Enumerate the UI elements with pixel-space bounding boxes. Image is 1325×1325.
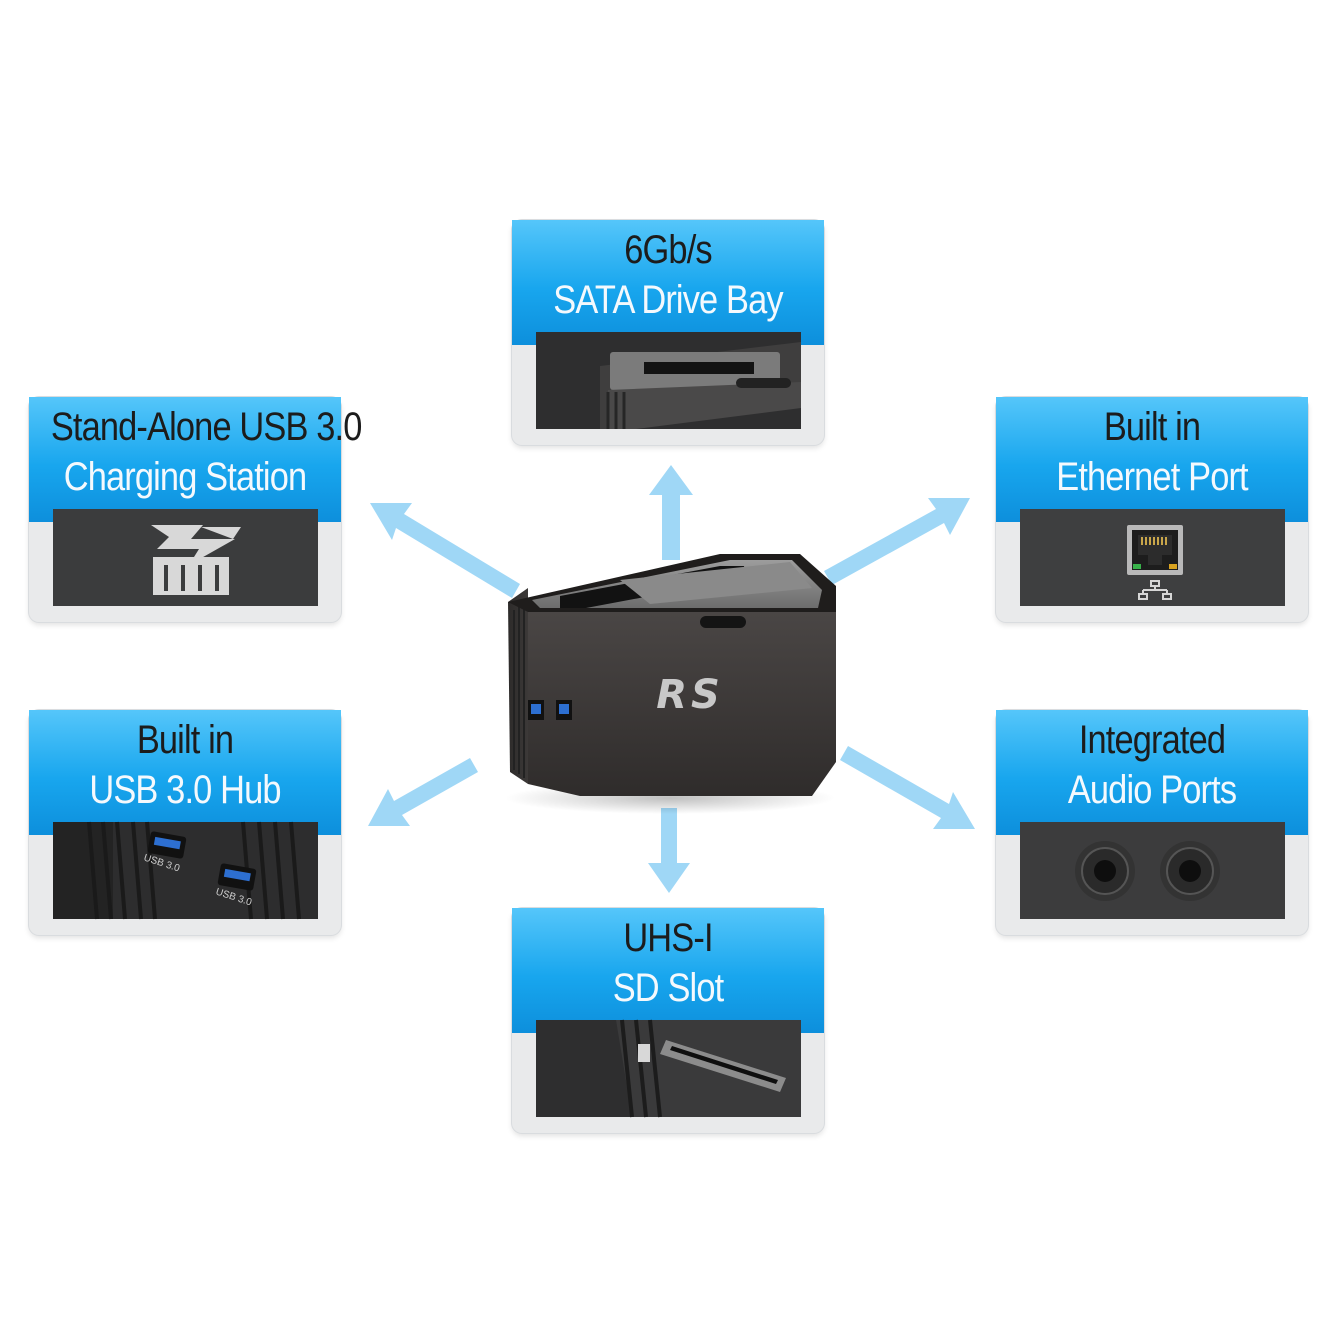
sata-bay-image	[536, 332, 801, 429]
feature-card-header: Integrated Audio Ports	[996, 710, 1308, 835]
feature-card-usb-hub: Built in USB 3.0 Hub USB 3.0 USB 3.0	[29, 710, 341, 935]
audio-image	[1020, 822, 1285, 919]
arrow-up-right-icon	[824, 498, 970, 585]
feature-title-line2: USB 3.0 Hub	[89, 768, 281, 812]
arrow-down-left-icon	[368, 758, 478, 826]
sd-slot-graphic	[536, 1019, 801, 1118]
feature-card-charging: Stand-Alone USB 3.0 Charging Station	[29, 397, 363, 622]
feature-card-sd: UHS-I SD Slot	[512, 908, 824, 1133]
arrow-down-icon	[648, 808, 690, 893]
feature-title-line1: Integrated	[1078, 718, 1226, 762]
feature-title-line2: Ethernet Port	[1056, 455, 1248, 499]
docking-station-image: RS	[505, 554, 836, 814]
feature-card-header: Built in Ethernet Port	[996, 397, 1308, 522]
sd-slot-image	[536, 1019, 801, 1118]
feature-title-line1: Built in	[1103, 405, 1201, 449]
feature-title-line2: SD Slot	[612, 966, 724, 1010]
battery-charging-icon	[53, 509, 318, 606]
audio-jacks-graphic	[1020, 822, 1285, 919]
feature-card-header: UHS-I SD Slot	[512, 908, 824, 1033]
audio-jack-icon	[1160, 841, 1220, 901]
device-usb-port-icon	[528, 700, 544, 720]
feature-card-ethernet: Built in Ethernet Port	[996, 397, 1308, 622]
feature-title-line2: Audio Ports	[1067, 768, 1237, 812]
usb-ports-graphic	[53, 821, 318, 920]
sata-bay-graphic	[536, 332, 801, 429]
device-usb-port-icon	[556, 700, 572, 720]
feature-card-sata: 6Gb/s SATA Drive Bay	[512, 220, 824, 445]
feature-title-line1: Built in	[136, 718, 234, 762]
feature-title-line2: Charging Station	[63, 455, 307, 499]
usb-hub-image: USB 3.0 USB 3.0	[53, 821, 318, 920]
charging-image	[53, 509, 318, 606]
arrow-down-right-icon	[840, 746, 975, 829]
feature-title-line1: UHS-I	[623, 916, 713, 960]
audio-jack-icon	[1075, 841, 1135, 901]
feature-card-header: 6Gb/s SATA Drive Bay	[512, 220, 824, 345]
device-logo: RS	[656, 672, 724, 718]
feature-title-line1: Stand-Alone USB 3.0	[50, 405, 363, 449]
feature-title-line1: 6Gb/s	[624, 228, 712, 272]
feature-card-audio: Integrated Audio Ports	[996, 710, 1308, 935]
arrow-up-left-icon	[370, 503, 520, 598]
arrow-up-icon	[649, 465, 693, 560]
feature-card-header: Stand-Alone USB 3.0 Charging Station	[29, 397, 363, 522]
feature-card-header: Built in USB 3.0 Hub	[29, 710, 341, 835]
feature-title-line2: SATA Drive Bay	[553, 278, 783, 322]
ethernet-port-icon	[1020, 509, 1285, 606]
ethernet-image	[1020, 509, 1285, 606]
